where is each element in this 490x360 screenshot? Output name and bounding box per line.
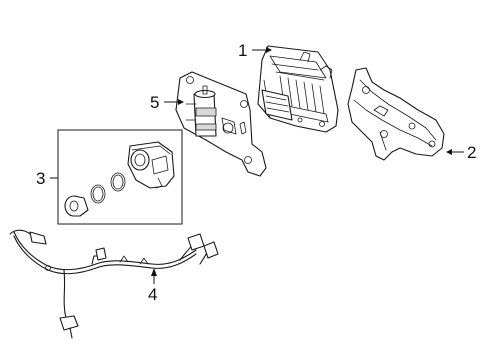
callout-5: 5: [150, 93, 184, 112]
part-3-group-frame: [57, 129, 183, 225]
callout-1: 1: [238, 41, 272, 60]
callout-3: 3: [36, 169, 58, 188]
callout-2: 2: [446, 143, 476, 162]
callout-1-label: 1: [238, 41, 247, 60]
callout-2-label: 2: [467, 143, 476, 162]
callout-4: 4: [148, 268, 157, 304]
part-1-control-module[interactable]: [257, 45, 339, 133]
part-3-sensor-kit[interactable]: [57, 129, 183, 225]
part-5-mounting-plate[interactable]: [175, 71, 267, 177]
part-2-bracket[interactable]: [347, 67, 445, 161]
callout-4-label: 4: [148, 285, 157, 304]
callout-5-label: 5: [150, 93, 159, 112]
callout-3-label: 3: [36, 169, 45, 188]
part-4-wiring-harness[interactable]: [9, 229, 219, 339]
